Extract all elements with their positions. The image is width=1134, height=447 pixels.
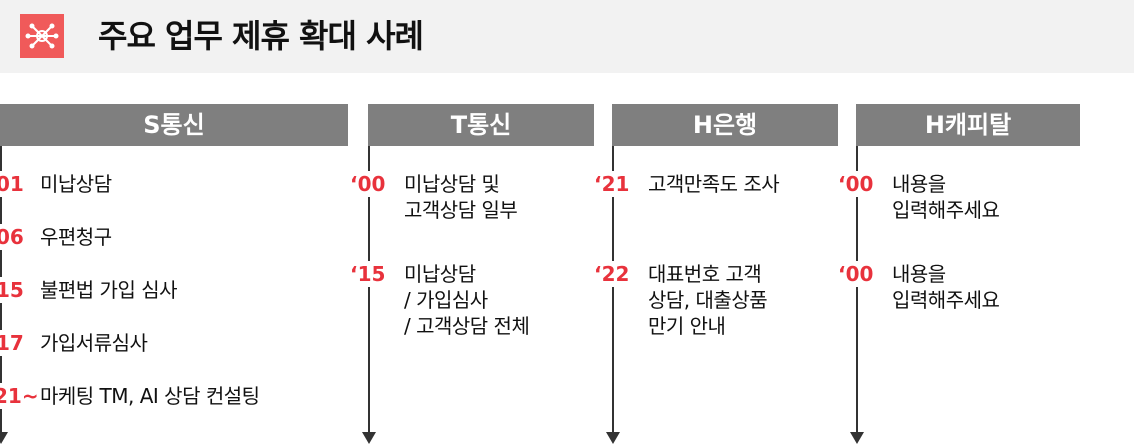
entry-text-line: 대표번호 고객 bbox=[648, 262, 762, 286]
entry-text-line: 미납상담 및 bbox=[404, 172, 500, 196]
entry-text-line: 내용을 bbox=[892, 262, 946, 286]
arrow-down-icon bbox=[850, 432, 864, 444]
column-header-s-telecom: S통신 bbox=[0, 104, 348, 146]
arrow-down-icon bbox=[606, 432, 620, 444]
header-bar: 주요 업무 제휴 확대 사례 bbox=[0, 0, 1134, 73]
column-header-h-capital: H캐피탈 bbox=[856, 104, 1080, 146]
arrow-down-icon bbox=[0, 432, 8, 444]
timeline-line-t-telecom bbox=[368, 146, 370, 434]
entry-text-line: 고객만족도 조사 bbox=[648, 172, 780, 196]
column-header-t-telecom: T통신 bbox=[368, 104, 594, 146]
entry-text: 미납상담 bbox=[40, 172, 112, 196]
entry-year: 01 bbox=[0, 171, 26, 197]
entry-year: ‘22 bbox=[594, 261, 630, 287]
entry-text-line: / 가입심사 bbox=[404, 288, 488, 312]
entry-year: 06 bbox=[0, 224, 26, 250]
entry-year: 15 bbox=[0, 277, 26, 303]
entry-text-line: 입력해주세요 bbox=[892, 198, 1000, 222]
entry-year: 17 bbox=[0, 330, 26, 356]
arrow-down-icon bbox=[362, 432, 376, 444]
entry-year: 21~ bbox=[0, 383, 41, 409]
entry-text-line: / 고객상담 전체 bbox=[404, 314, 530, 338]
entry-year: ‘21 bbox=[594, 171, 630, 197]
entry-year: ‘00 bbox=[350, 171, 386, 197]
entry-year: ‘00 bbox=[838, 261, 874, 287]
entry-text: 마케팅 TM, AI 상담 컨설팅 bbox=[40, 384, 260, 408]
timeline-line-h-capital bbox=[856, 146, 858, 434]
column-header-h-bank: H은행 bbox=[612, 104, 838, 146]
entry-text-line: 미납상담 bbox=[404, 262, 476, 286]
entry-text-line: 입력해주세요 bbox=[892, 288, 1000, 312]
timeline-line-h-bank bbox=[612, 146, 614, 434]
entry-text-line: 내용을 bbox=[892, 172, 946, 196]
page-title: 주요 업무 제휴 확대 사례 bbox=[98, 17, 424, 55]
entry-text: 우편청구 bbox=[40, 225, 112, 249]
entry-text: 불편법 가입 심사 bbox=[40, 278, 178, 302]
entry-text-line: 상담, 대출상품 bbox=[648, 288, 768, 312]
entry-year: ‘15 bbox=[350, 261, 386, 287]
entry-text-line: 고객상담 일부 bbox=[404, 198, 518, 222]
entry-year: ‘00 bbox=[838, 171, 874, 197]
entry-text: 가입서류심사 bbox=[40, 331, 148, 355]
entry-text-line: 만기 안내 bbox=[648, 314, 726, 338]
network-icon bbox=[20, 14, 64, 58]
